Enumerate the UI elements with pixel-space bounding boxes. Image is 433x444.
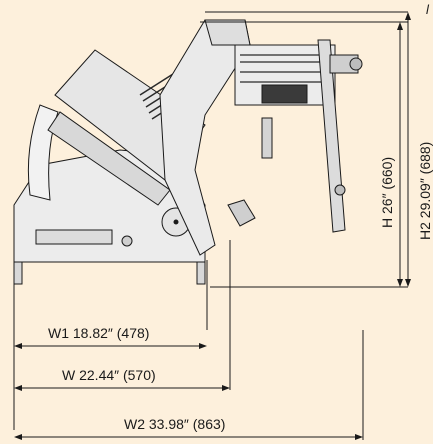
- right-leg: [196, 261, 206, 285]
- column-handle: [261, 117, 273, 159]
- thickness-knob: [227, 199, 256, 227]
- pusher-knob-top: [349, 57, 363, 71]
- slicer-machine-illustration: [13, 19, 363, 285]
- control-panel: [35, 229, 113, 245]
- w2-label: W2 33.98″ (863): [124, 416, 225, 432]
- control-knob: [121, 235, 133, 247]
- feed-arm-rails: [240, 54, 332, 83]
- h-label: H 26″ (660): [379, 157, 395, 228]
- corner-mark: l: [426, 2, 430, 17]
- w1-label: W1 18.82″ (478): [48, 325, 149, 341]
- pusher-knob-side: [334, 184, 346, 196]
- left-leg: [13, 261, 23, 285]
- dimension-arrowheads: [14, 12, 411, 440]
- feed-arm-dark-band: [261, 84, 308, 104]
- w-label: W 22.44″ (570): [62, 367, 156, 383]
- pusher-plate: [317, 39, 346, 233]
- blade-hub: [173, 219, 179, 225]
- h2-label: H2 29.09″ (688): [417, 142, 433, 240]
- top-block: [204, 19, 251, 46]
- dimension-lines: [13, 11, 409, 440]
